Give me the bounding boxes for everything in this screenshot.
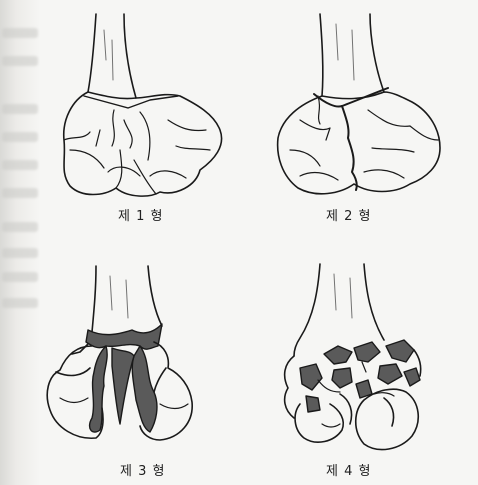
panel-type-4-drawing xyxy=(285,264,421,450)
comminuted-fragment xyxy=(378,364,402,384)
panel-type-1-drawing xyxy=(64,14,222,196)
comminuted-fragment xyxy=(112,348,134,424)
humerus-shaft xyxy=(124,14,136,98)
comminuted-fragment xyxy=(300,364,322,390)
condyle-fragment xyxy=(285,356,294,418)
panel-caption-type-3: 제 3 형 xyxy=(120,460,165,479)
condyle-fragment xyxy=(340,394,352,424)
comminuted-fragment xyxy=(86,324,162,349)
humerus-shaft xyxy=(370,14,384,92)
comminuted-fragment xyxy=(386,340,414,362)
comminuted-fragment xyxy=(306,396,320,412)
comminuted-fragment xyxy=(132,346,157,432)
panel-caption-type-2: 제 2 형 xyxy=(326,205,371,224)
humerus-shaft xyxy=(294,264,320,356)
shaft-shading xyxy=(110,276,128,318)
panel-type-2-drawing xyxy=(278,14,440,194)
distal-condyles xyxy=(64,92,222,196)
condyle-fragment xyxy=(154,368,166,392)
comminuted-fragment xyxy=(90,346,108,432)
humerus-shaft xyxy=(88,14,96,92)
shaft-shading xyxy=(336,24,354,80)
panel-caption-type-1: 제 1 형 xyxy=(118,205,163,224)
fracture-line xyxy=(314,94,357,190)
panel-type-3-drawing xyxy=(47,266,192,440)
distal-condyles xyxy=(278,92,440,194)
panel-caption-type-4: 제 4 형 xyxy=(326,460,371,479)
comminuted-fragment xyxy=(404,368,420,386)
shaft-shading xyxy=(104,30,113,80)
condyle-fragment xyxy=(356,389,419,449)
humerus-shaft xyxy=(148,266,162,326)
comminuted-fragment xyxy=(332,368,352,388)
bone-contour xyxy=(290,96,438,180)
fracture-line xyxy=(342,88,388,106)
bone-contour xyxy=(70,110,210,194)
bone-contour xyxy=(64,132,90,140)
comminuted-fragment xyxy=(354,342,380,362)
humerus-shaft xyxy=(92,266,96,332)
shaft-shading xyxy=(334,274,352,318)
condyle-fragment xyxy=(384,398,394,426)
humerus-shaft xyxy=(320,14,323,96)
comminuted-fragment xyxy=(324,346,352,364)
humerus-shaft xyxy=(364,264,384,340)
